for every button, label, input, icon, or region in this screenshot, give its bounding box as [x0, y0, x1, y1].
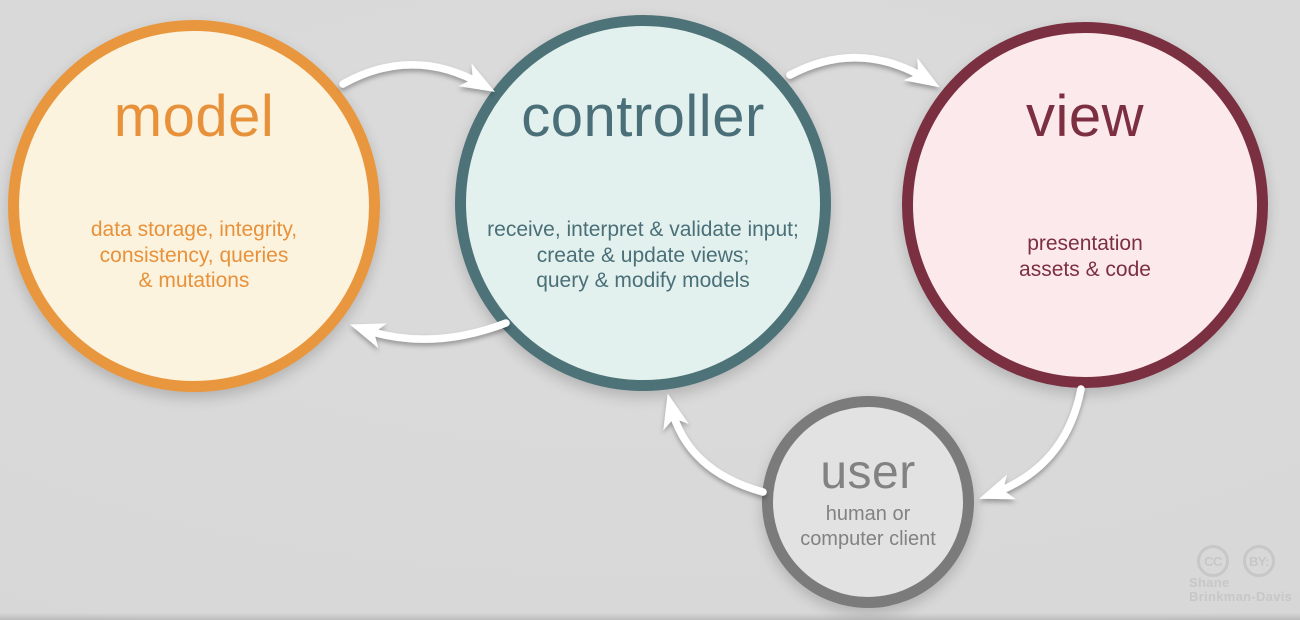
user-description: human or computer client	[800, 503, 936, 550]
arrow-controller-to-view	[786, 53, 940, 88]
arrow-view-to-user	[979, 385, 1085, 500]
controller-label: controller	[521, 84, 765, 149]
user-node: user human or computer client	[762, 396, 974, 608]
author-line2: Brinkman-Davis	[1189, 589, 1293, 604]
view-node: view presentation assets & code	[902, 22, 1268, 388]
view-description: presentation assets & code	[1019, 232, 1151, 281]
controller-description: receive, interpret & validate input; cre…	[487, 218, 799, 292]
user-label: user	[820, 446, 916, 499]
model-description: data storage, integrity, consistency, qu…	[90, 218, 298, 292]
arrow-model-to-controller	[339, 61, 495, 92]
cc-license-icon: CC	[1197, 545, 1229, 577]
arrow-user-to-controller	[663, 393, 767, 496]
controller-node: controller receive, interpret & validate…	[455, 15, 831, 391]
model-node: model data storage, integrity, consisten…	[8, 20, 380, 392]
bottom-vignette	[0, 613, 1300, 620]
author-credit: Shane Brinkman-Davis	[1189, 576, 1292, 604]
view-label: view	[1025, 84, 1145, 149]
model-label: model	[113, 84, 275, 149]
by-license-icon: BY:	[1243, 545, 1275, 577]
author-line1: Shane	[1189, 575, 1230, 590]
arrow-controller-to-model	[349, 319, 510, 349]
